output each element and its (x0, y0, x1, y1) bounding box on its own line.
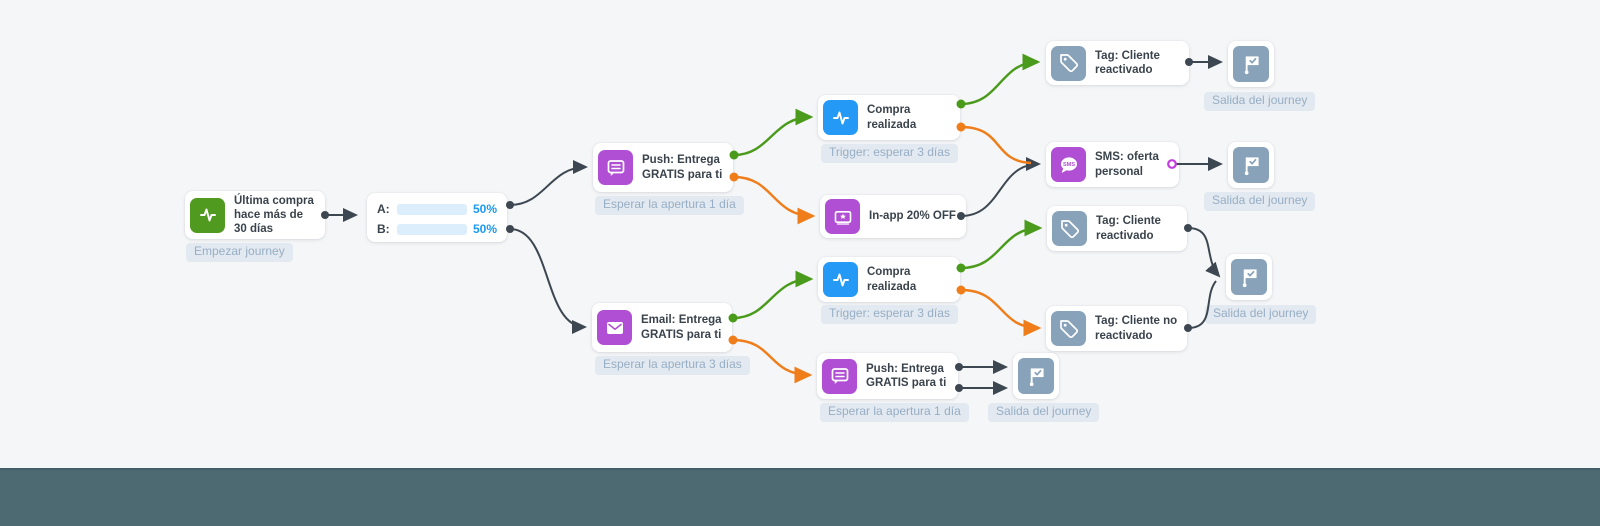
badge-purchase-trigger-2: Trigger: esperar 3 días (821, 305, 958, 324)
node-title: Tag: Cliente no reactivado (1095, 315, 1178, 342)
node-purchase-trigger-1[interactable]: Compra realizada (818, 95, 960, 140)
edges-orange (732, 125, 1042, 384)
edge-push1-to-inapp (733, 175, 816, 225)
badge-email: Esperar la apertura 3 días (595, 356, 750, 375)
tag-icon (1051, 311, 1086, 346)
bottom-bar (0, 468, 1600, 526)
node-ab-split[interactable]: A: 50% B: 50% (367, 193, 507, 242)
push-message-icon (822, 358, 857, 394)
ticket-icon (825, 199, 860, 234)
node-exit-1[interactable] (1228, 41, 1274, 87)
edge-split-a-to-push1 (509, 160, 588, 206)
flag-checkered-icon (1233, 147, 1269, 183)
variant-a-bar (396, 203, 467, 215)
node-title: Compra realizada (867, 104, 917, 131)
node-title: SMS: oferta personal (1095, 151, 1159, 178)
node-tag-reactivated-1[interactable]: Tag: Cliente reactivado (1046, 41, 1189, 85)
flag-checkered-icon (1018, 358, 1054, 394)
variant-a-percent: 50% (472, 202, 497, 216)
badge-exit-3: Salida del journey (1205, 305, 1317, 324)
node-inapp-offer[interactable]: In-app 20% OFF (820, 195, 966, 238)
node-email-entrega[interactable]: Email: Entrega GRATIS para ti (592, 303, 732, 352)
push-message-icon (598, 150, 633, 185)
node-purchase-trigger-2[interactable]: Compra realizada (818, 257, 960, 302)
badge-push-1: Esperar la apertura 1 día (595, 196, 744, 215)
variant-b-percent: 50% (472, 222, 497, 236)
email-icon (597, 310, 632, 345)
node-title: Compra realizada (867, 266, 917, 293)
sms-icon: SMS (1051, 147, 1086, 182)
node-title: Última compra hace más de 30 días (234, 194, 314, 236)
edge-email-to-compra2 (732, 270, 814, 320)
node-push-entrega-1[interactable]: Push: Entrega GRATIS para ti (593, 143, 733, 192)
node-title: Push: Entrega GRATIS para ti (866, 362, 947, 389)
node-exit-3[interactable] (1226, 254, 1272, 300)
tag-icon (1052, 211, 1087, 246)
node-title: In-app 20% OFF (869, 210, 956, 223)
node-exit-2[interactable] (1228, 142, 1274, 188)
edge-inapp-to-sms (960, 157, 1041, 217)
badge-exit-2: Salida del journey (1204, 192, 1316, 211)
badge-start: Empezar journey (186, 243, 293, 262)
edge-compra2-to-tag2 (960, 219, 1043, 270)
split-variant-b: B: 50% (377, 222, 497, 236)
node-title: Tag: Cliente reactivado (1096, 215, 1161, 242)
node-start-trigger[interactable]: Última compra hace más de 30 días (185, 191, 325, 239)
edge-compra2-to-tagno (960, 288, 1042, 337)
edge-compra1-to-tag1 (960, 53, 1041, 106)
node-exit-4[interactable] (1013, 353, 1059, 399)
edge-split-b-to-email (509, 228, 587, 334)
node-push-entrega-2[interactable]: Push: Entrega GRATIS para ti (817, 353, 958, 399)
node-title: Email: Entrega GRATIS para ti (641, 314, 722, 341)
edge-push1-to-compra1 (733, 108, 814, 157)
split-variant-a: A: 50% (377, 202, 497, 216)
node-tag-reactivated-2[interactable]: Tag: Cliente reactivado (1047, 206, 1187, 251)
node-sms-offer[interactable]: SMS SMS: oferta personal (1046, 142, 1179, 187)
badge-exit-1: Salida del journey (1204, 92, 1316, 111)
variant-b-bar (396, 223, 467, 235)
edge-compra1-to-sms (960, 125, 1032, 165)
activity-icon (823, 100, 858, 135)
badge-push-2: Esperar la apertura 1 día (820, 403, 969, 422)
badge-exit-4: Salida del journey (988, 403, 1100, 422)
node-title: Push: Entrega GRATIS para ti (642, 154, 723, 181)
activity-icon (190, 197, 225, 233)
variant-a-label: A: (377, 202, 390, 216)
badge-purchase-trigger-1: Trigger: esperar 3 días (821, 144, 958, 163)
node-title: Tag: Cliente reactivado (1095, 49, 1160, 76)
flag-checkered-icon (1231, 259, 1267, 295)
node-tag-not-reactivated[interactable]: Tag: Cliente no reactivado (1046, 306, 1187, 351)
activity-icon (823, 262, 858, 297)
flag-checkered-icon (1233, 46, 1269, 82)
variant-b-label: B: (377, 222, 390, 236)
tag-icon (1051, 45, 1086, 81)
svg-text:SMS: SMS (1062, 162, 1074, 168)
edge-tag2-to-exit3 (1187, 227, 1221, 278)
